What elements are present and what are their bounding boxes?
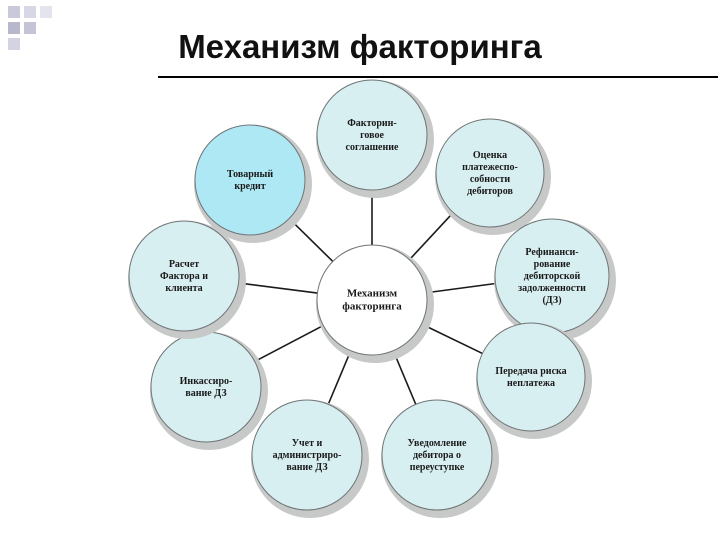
node-label-line: администриро- xyxy=(273,450,342,461)
node-label-line: Рефинанси- xyxy=(525,247,578,258)
node-circle xyxy=(316,79,428,191)
node-label-line: платежеспо- xyxy=(462,162,518,173)
node-circle xyxy=(476,322,586,432)
node-label-line: переуступке xyxy=(410,462,465,473)
node-collection: Инкассиро-вание ДЗ xyxy=(150,331,268,450)
node-circle xyxy=(435,118,545,228)
connector-settlement xyxy=(236,281,320,295)
node-circle xyxy=(381,399,493,511)
connector-solvency xyxy=(407,210,456,262)
node-label-line: Инкассиро- xyxy=(180,376,233,387)
node-label-line: клиента xyxy=(165,283,202,294)
node-label-line: соглашение xyxy=(346,142,399,153)
node-label-line: Фактора и xyxy=(160,271,208,282)
node-label-line: рование xyxy=(534,259,571,270)
node-label-line: Расчет xyxy=(169,259,199,270)
connector-collection xyxy=(252,323,326,364)
node-label-line: говое xyxy=(360,130,384,141)
node-label-line: собности xyxy=(470,174,511,185)
node-label-line: Оценка xyxy=(473,150,507,161)
node-label-line: Учет и xyxy=(292,438,323,449)
decor-square xyxy=(24,22,36,34)
node-label-line: задолженности xyxy=(518,283,586,294)
node-label-line: Товарный xyxy=(227,169,274,180)
decor-square xyxy=(24,6,36,18)
decor-square xyxy=(8,38,20,50)
node-label-line: дебитора о xyxy=(413,450,461,461)
node-refinancing: Рефинанси-рованиедебиторскойзадолженност… xyxy=(494,218,616,341)
node-label-line: (ДЗ) xyxy=(542,295,561,306)
connector-accounting xyxy=(326,348,353,407)
node-label-line: Механизм xyxy=(347,288,398,300)
node-circle xyxy=(194,124,306,236)
decor-square xyxy=(40,6,52,18)
node-label-line: неплатежа xyxy=(507,378,555,389)
slide-title: Механизм факторинга xyxy=(178,28,542,65)
node-circle xyxy=(251,399,363,511)
node-label-line: вание ДЗ xyxy=(286,462,327,473)
node-circle xyxy=(128,220,240,332)
node-circle xyxy=(150,331,262,443)
node-label-line: кредит xyxy=(234,181,265,192)
connector-refinancing xyxy=(424,282,498,294)
node-label-line: дебиторов xyxy=(467,186,513,197)
node-label-line: вание ДЗ xyxy=(185,388,226,399)
connector-risk-transfer xyxy=(419,322,485,356)
decor-square xyxy=(8,22,20,34)
node-label-line: Факторин- xyxy=(347,118,397,129)
node-label-line: Уведомление xyxy=(408,438,467,449)
node-label-line: дебиторской xyxy=(524,271,581,282)
node-label-line: факторинга xyxy=(342,301,402,313)
node-circle xyxy=(316,244,428,356)
node-label-line: Передача риска xyxy=(495,366,566,377)
title-underline xyxy=(158,76,718,78)
decor-square xyxy=(8,6,20,18)
